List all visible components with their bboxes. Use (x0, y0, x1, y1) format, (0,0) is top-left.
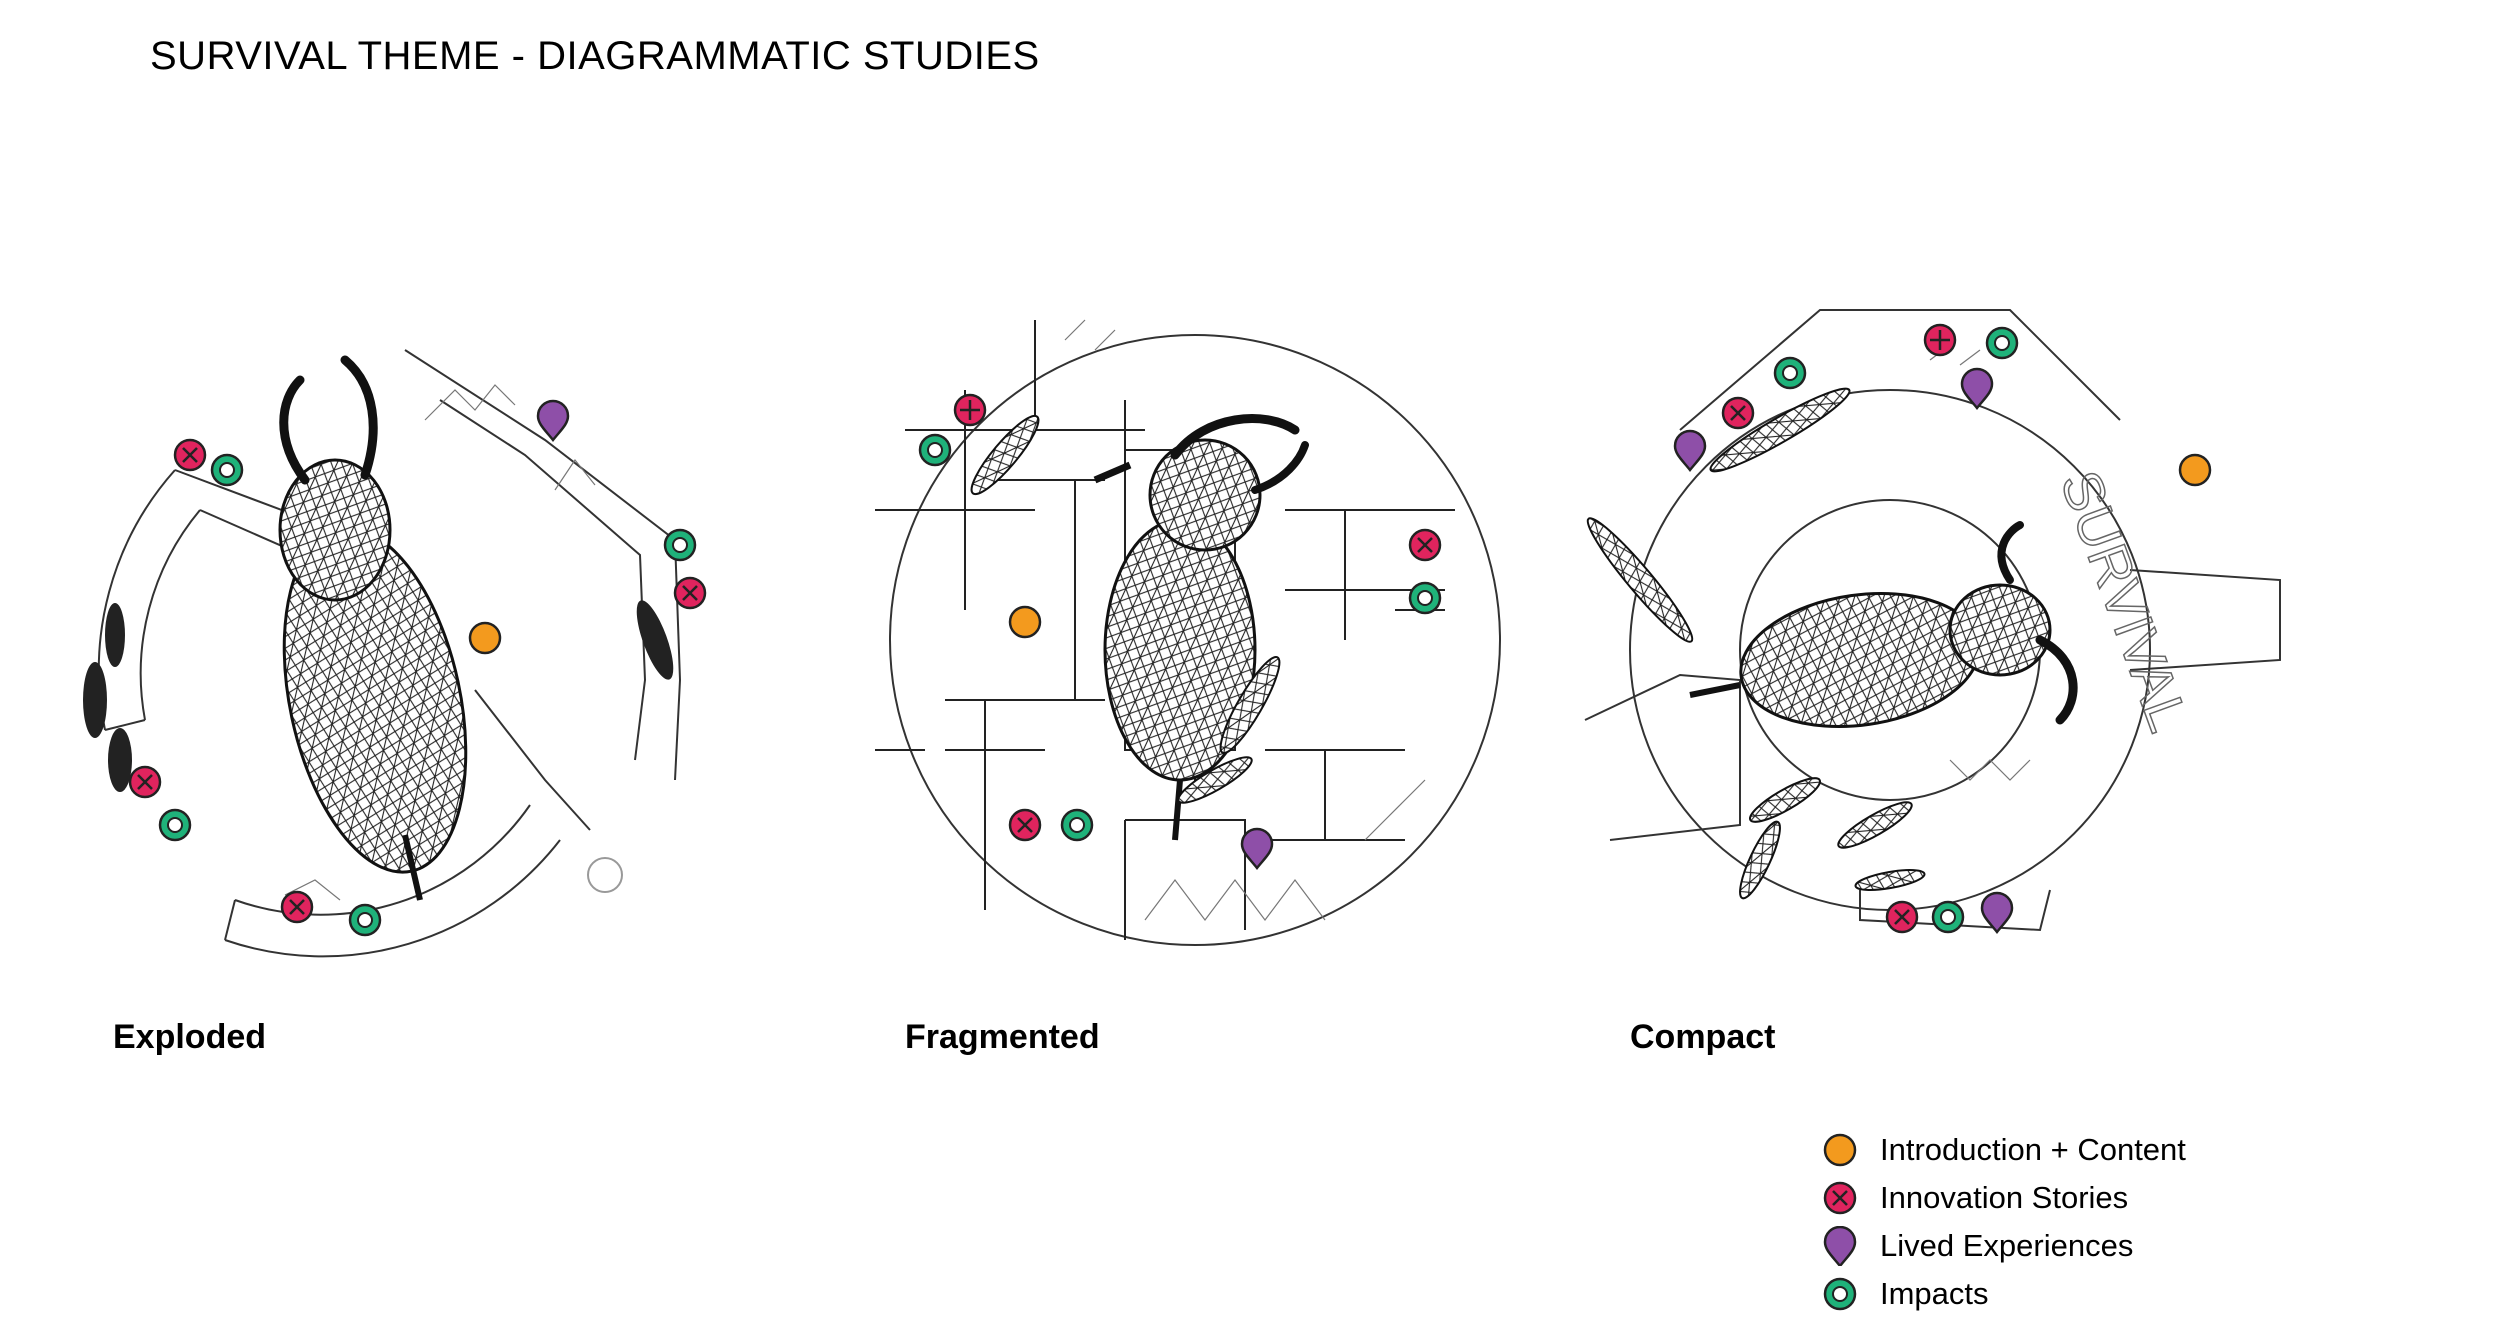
purple-pin-icon (1823, 1226, 1857, 1266)
innovation-marker (673, 576, 707, 610)
impact-marker (158, 808, 192, 842)
introduction-marker (2178, 453, 2212, 487)
pink-cross-circle-icon (1823, 1181, 1857, 1215)
innovation-marker (1923, 323, 1957, 357)
bison-figure (278, 355, 468, 901)
caption-fragmented: Fragmented (905, 1018, 1100, 1056)
diagram-compact: SURVIVAL (1540, 280, 2281, 1000)
legend-label: Introduction + Content (1880, 1132, 2186, 1167)
innovation-marker (128, 765, 162, 799)
caption-compact: Compact (1630, 1018, 1776, 1056)
legend-label: Lived Experiences (1880, 1228, 2134, 1263)
impact-marker (1773, 356, 1807, 390)
lived-experience-marker (1240, 827, 1274, 870)
caption-exploded: Exploded (113, 1018, 267, 1056)
diagram-fragmented (845, 280, 1545, 1000)
innovation-marker (953, 393, 987, 427)
impact-marker (1408, 581, 1442, 615)
lived-experience-marker (536, 399, 570, 442)
legend-item-innovation: Innovation Stories (1820, 1174, 2186, 1222)
legend-item-introduction: Introduction + Content (1820, 1126, 2186, 1174)
impact-marker (1931, 900, 1965, 934)
legend-label: Innovation Stories (1880, 1180, 2129, 1215)
innovation-marker (280, 890, 314, 924)
green-ring-icon (1823, 1277, 1857, 1311)
small-animal-silhouettes (83, 600, 674, 792)
innovation-marker (1408, 528, 1442, 562)
innovation-marker (1721, 396, 1755, 430)
larva-figures (1586, 387, 1926, 900)
impact-marker (348, 903, 382, 937)
innovation-marker (1008, 808, 1042, 842)
legend-label: Impacts (1880, 1276, 1989, 1311)
introduction-marker (1008, 605, 1042, 639)
innovation-marker (1885, 900, 1919, 934)
larva-figures (970, 414, 1281, 804)
impact-marker (663, 528, 697, 562)
diagram-exploded (75, 280, 775, 1000)
page-title: SURVIVAL THEME - DIAGRAMMATIC STUDIES (150, 34, 1040, 78)
legend-item-impacts: Impacts (1820, 1270, 2186, 1318)
impact-marker (1060, 808, 1094, 842)
bison-figure (1093, 414, 1309, 841)
orange-circle-icon (1823, 1133, 1857, 1167)
impact-marker (210, 453, 244, 487)
introduction-marker (468, 621, 502, 655)
lived-experience-marker (1673, 429, 1707, 472)
legend: Introduction + Content Innovation Storie… (1820, 1126, 2186, 1318)
impact-marker (918, 433, 952, 467)
innovation-marker (173, 438, 207, 472)
legend-item-lived-experiences: Lived Experiences (1820, 1222, 2186, 1270)
impact-marker (1985, 326, 2019, 360)
bison-figure (1689, 521, 2078, 728)
